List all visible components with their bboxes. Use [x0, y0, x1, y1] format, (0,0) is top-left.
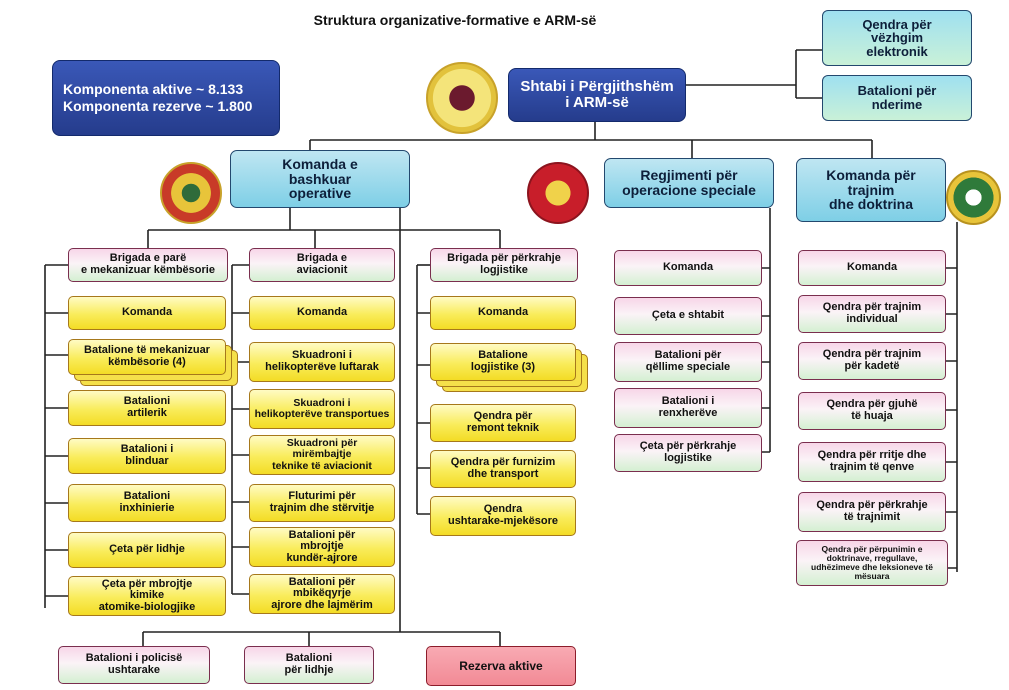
logistics-brigade: Brigada për përkrahje logjistike [430, 248, 578, 282]
active-component-count: Komponenta aktive ~ 8.133 [63, 81, 244, 98]
special-ops-command: Komanda [614, 250, 762, 286]
mech-command: Komanda [68, 296, 226, 330]
doctrine-lessons-center: Qendra për përpunimin e doktrinave, rreg… [796, 540, 948, 586]
joint-command-emblem [160, 162, 222, 224]
mechanized-brigade: Brigada e parë e mekanizuar këmbësorie [68, 248, 228, 282]
logistics-battalions: Batalione logjistike (3) [430, 343, 576, 381]
special-ops-emblem [527, 162, 589, 224]
air-defense-battalion: Batalioni për mbrojtje kundër-ajrore [249, 527, 395, 567]
aviation-brigade: Brigada e aviacionit [249, 248, 395, 282]
signal-company: Çeta për lidhje [68, 532, 226, 568]
logistics-support-company: Çeta për përkrahje logjistike [614, 434, 762, 472]
transport-helicopter-squadron: Skuadroni i helikopterëve transportues [249, 389, 395, 429]
special-purpose-battalion: Batalioni për qëllime speciale [614, 342, 762, 382]
cadet-training-center: Qendra për trajnim për kadetë [798, 342, 946, 380]
armored-battalion: Batalioni i blinduar [68, 438, 226, 474]
electronic-surveillance-center: Qendra për vëzhgim elektronik [822, 10, 972, 66]
signal-battalion: Batalioni për lidhje [244, 646, 374, 684]
military-police-battalion: Batalioni i policisë ushtarake [58, 646, 210, 684]
mech-infantry-battalions: Batalione të mekanizuar këmbësorie (4) [68, 339, 226, 375]
joint-operational-command: Komanda e bashkuar operative [230, 150, 410, 208]
chart-title: Struktura organizative-formative e ARM-s… [313, 11, 597, 28]
aviation-maintenance-squadron: Skuadroni për mirëmbajtje teknike të avi… [249, 435, 395, 475]
combat-helicopter-squadron: Skuadroni i helikopterëve luftarak [249, 342, 395, 382]
supply-transport-center: Qendra për furnizim dhe transport [430, 450, 576, 488]
cbrn-defense-company: Çeta për mbrojtje kimike atomike-biologj… [68, 576, 226, 616]
foreign-language-center: Qendra për gjuhë të huaja [798, 392, 946, 430]
headquarters-company: Çeta e shtabit [614, 297, 762, 335]
general-staff-box: Shtabi i Përgjithshëm i ARM-së [508, 68, 686, 122]
artillery-battalion: Batalioni artilerik [68, 390, 226, 426]
engineering-battalion: Batalioni inxhinierie [68, 484, 226, 522]
active-reserve: Rezerva aktive [426, 646, 576, 686]
general-staff-emblem [426, 62, 498, 134]
logistics-command: Komanda [430, 296, 576, 330]
training-command-hq: Komanda [798, 250, 946, 286]
special-operations-regiment: Regjimenti për operacione speciale [604, 158, 774, 208]
reserve-component-count: Komponenta rezerve ~ 1.800 [63, 98, 253, 114]
ranger-battalion: Batalioni i renxherëve [614, 388, 762, 428]
honor-battalion: Batalioni për nderime [822, 75, 972, 121]
air-surveillance-battalion: Batalioni për mbikëqyrje ajrore dhe lajm… [249, 574, 395, 614]
dog-training-center: Qendra për rritje dhe trajnim të qenve [798, 442, 946, 482]
training-flight: Fluturimi për trajnim dhe stërvitje [249, 484, 395, 522]
aviation-command: Komanda [249, 296, 395, 330]
military-medical-center: Qendra ushtarake-mjekësore [430, 496, 576, 536]
individual-training-center: Qendra për trajnim individual [798, 295, 946, 333]
training-support-center: Qendra për përkrahje të trajnimit [798, 492, 946, 532]
technical-repair-center: Qendra për remont teknik [430, 404, 576, 442]
training-command-emblem [946, 170, 1001, 225]
training-doctrine-command: Komanda për trajnim dhe doktrina [796, 158, 946, 222]
components-summary-box: Komponenta aktive ~ 8.133 Komponenta rez… [52, 60, 280, 136]
